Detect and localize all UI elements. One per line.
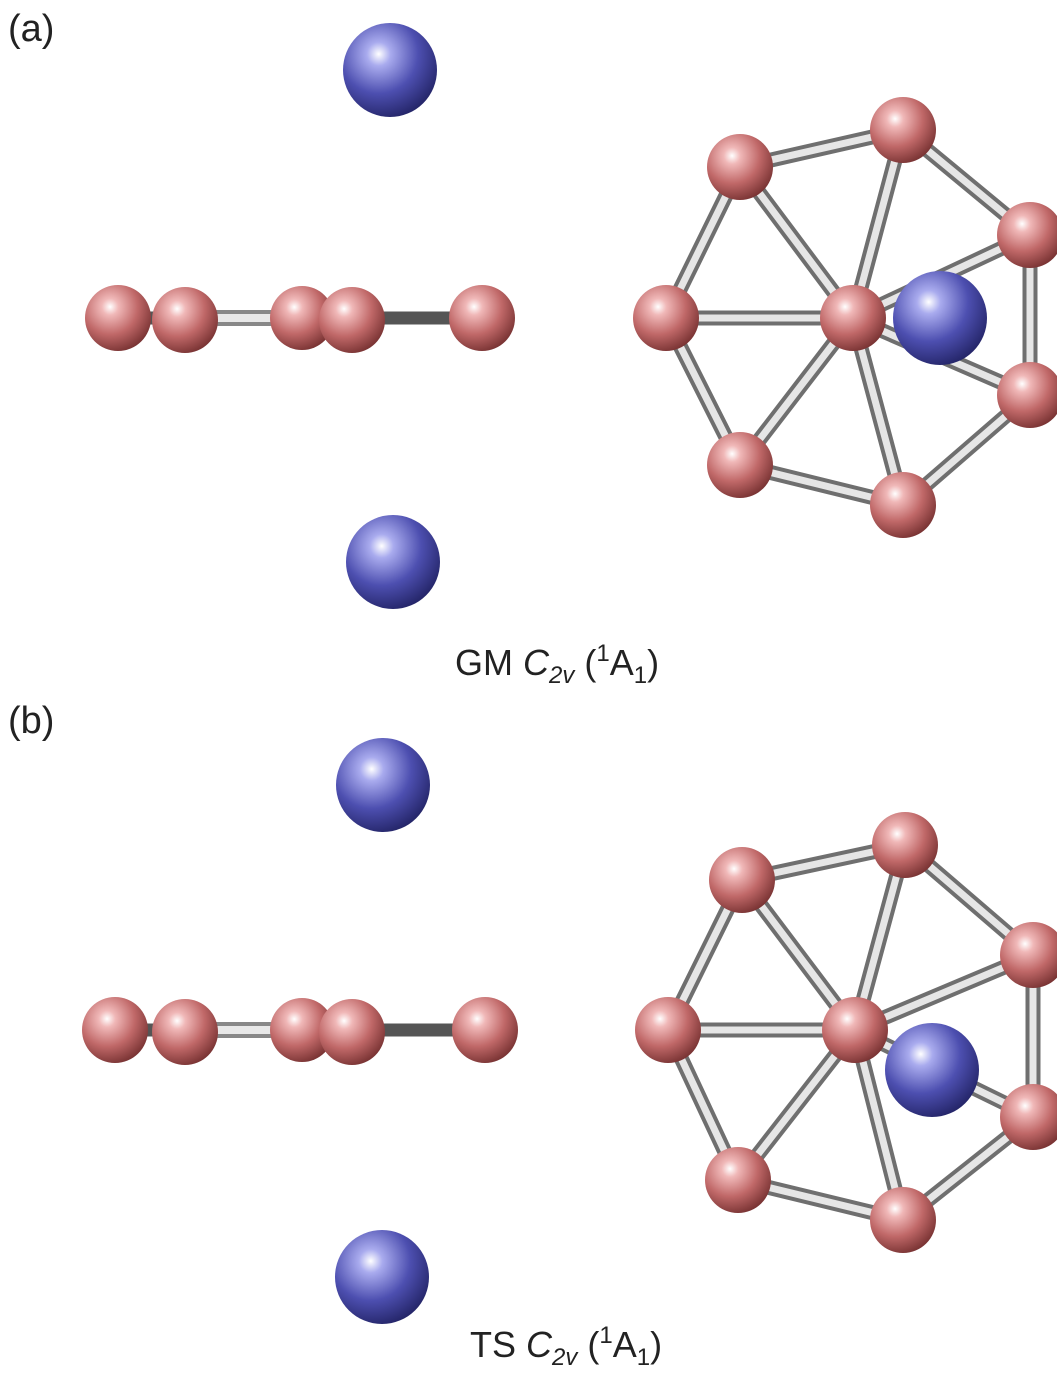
caption-prefix: GM — [455, 642, 513, 683]
spin-multiplicity: 1 — [599, 1322, 613, 1349]
metal-atom — [336, 738, 430, 832]
point-group: C — [526, 1324, 553, 1365]
metal-atom — [893, 271, 987, 365]
panel-label-b: (b) — [8, 700, 55, 742]
metal-atom — [346, 515, 440, 609]
boron-atom — [449, 285, 515, 351]
panel-a-top-view — [633, 97, 1057, 538]
point-group-subscript: 2v — [549, 662, 575, 689]
metal-atom — [885, 1023, 979, 1117]
boron-atom — [870, 1187, 936, 1253]
panel-b-top-view — [635, 812, 1057, 1253]
panel-label-a: (a) — [8, 8, 55, 50]
electronic-state-subscript: 1 — [636, 1344, 651, 1371]
boron-atom — [635, 997, 701, 1063]
boron-atom — [705, 1147, 771, 1213]
electronic-state: A — [609, 642, 634, 683]
metal-atom — [335, 1230, 429, 1324]
boron-atom — [870, 472, 936, 538]
boron-atom — [707, 432, 773, 498]
electronic-state: A — [612, 1324, 637, 1365]
boron-atom — [152, 287, 218, 353]
boron-atom — [872, 812, 938, 878]
boron-atom — [633, 285, 699, 351]
boron-atom — [1000, 1084, 1057, 1150]
boron-atom — [319, 287, 385, 353]
boron-atom — [870, 97, 936, 163]
boron-atom — [319, 999, 385, 1065]
caption-a: GM C2v (1A1) — [455, 640, 660, 689]
point-group-subscript: 2v — [552, 1344, 578, 1371]
boron-atom — [997, 362, 1057, 428]
boron-atom — [452, 997, 518, 1063]
boron-atom — [707, 134, 773, 200]
panel-b-side-view — [82, 738, 518, 1324]
caption-prefix: TS — [470, 1324, 517, 1365]
caption-b: TS C2v (1A1) — [470, 1322, 663, 1371]
boron-atom — [822, 997, 888, 1063]
boron-atom — [1000, 922, 1057, 988]
boron-atom — [270, 998, 334, 1062]
point-group: C — [523, 642, 550, 683]
boron-atom — [82, 997, 148, 1063]
spin-multiplicity: 1 — [596, 640, 610, 667]
boron-atom — [85, 285, 151, 351]
boron-atom — [997, 202, 1057, 268]
boron-atom — [709, 847, 775, 913]
boron-atom — [270, 286, 334, 350]
boron-atom — [820, 285, 886, 351]
metal-atom — [343, 23, 437, 117]
panel-a-side-view — [85, 23, 515, 609]
boron-atom — [152, 999, 218, 1065]
electronic-state-subscript: 1 — [633, 662, 648, 689]
